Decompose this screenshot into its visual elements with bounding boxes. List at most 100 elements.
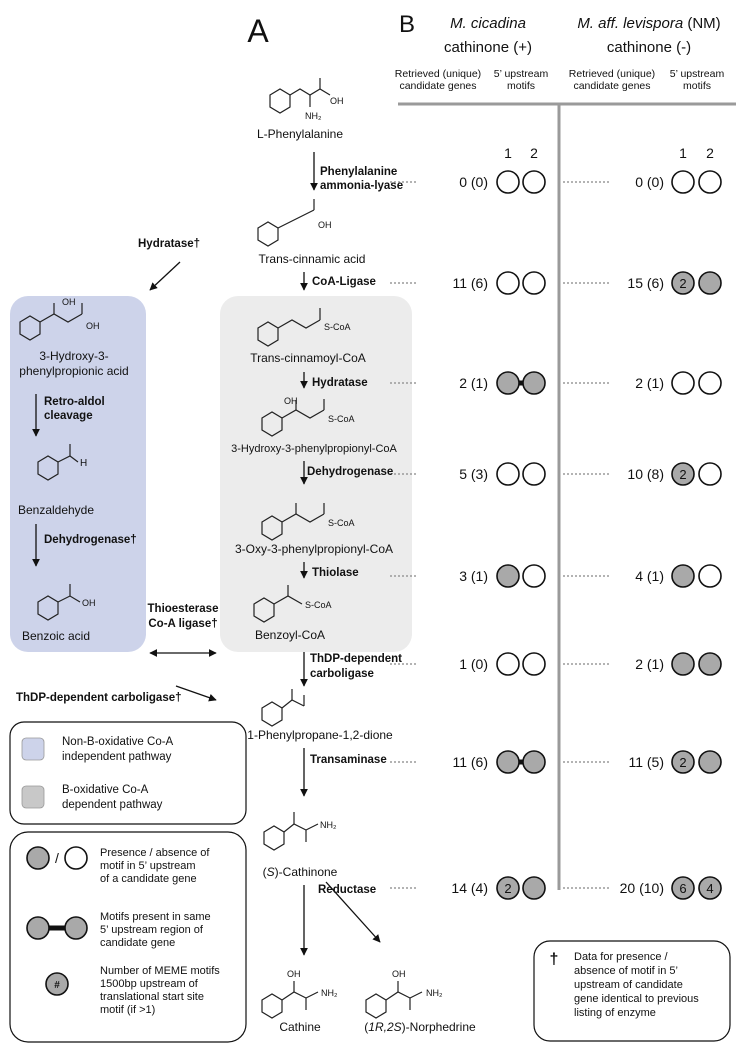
- norph-label-r: 1R,2S: [368, 1020, 401, 1034]
- motif-2-circle-a: [522, 271, 546, 295]
- motif-2-circle-b: [698, 876, 722, 900]
- dagger-symbol: †: [550, 951, 559, 968]
- motif-1-circle-b: [671, 564, 695, 588]
- motif-1-circle-b: [671, 652, 695, 676]
- benzoic-acid-structure: OH: [37, 584, 96, 621]
- enzyme-hydratase: Hydratase: [312, 377, 368, 389]
- enzyme-coa-ligase: CoA-Ligase: [312, 276, 376, 288]
- cathinone-label-s: S: [267, 865, 275, 879]
- norph-label-pre: (: [364, 1020, 368, 1034]
- cathine-oh: OH: [287, 969, 301, 979]
- candidate-gene-count-a: 5 (3): [459, 466, 488, 482]
- cathine-nh2: NH₂: [321, 988, 338, 998]
- species-a-cathinone: cathinone (+): [444, 39, 532, 56]
- motif-1-circle-a: [496, 271, 520, 295]
- motif-1-count-b: 2: [679, 467, 686, 482]
- species-b-cathinone: cathinone (-): [607, 39, 691, 56]
- dagger-note-text: Data for presence /absence of motif in 5…: [574, 951, 699, 1019]
- cathine-label: Cathine: [279, 1020, 321, 1034]
- species-b-col1-header: Retrieved (unique)candidate genes: [569, 68, 655, 92]
- benzaldehyde-h: H: [80, 458, 87, 469]
- cinnamoyl-scoa: S-CoA: [324, 322, 351, 332]
- legend-linked-circle-2: [64, 916, 88, 940]
- legend-hash: #: [54, 980, 60, 991]
- species-a-col1-header: Retrieved (unique)candidate genes: [395, 68, 481, 92]
- arrow-thdp-side: [175, 685, 217, 702]
- candidate-gene-count-b: 4 (1): [635, 568, 664, 584]
- motif-2-circle-b: [698, 170, 722, 194]
- candidate-gene-count-a: 11 (6): [452, 275, 488, 291]
- motif-index-a-1: 1: [504, 145, 512, 161]
- candidate-gene-count-a: 3 (1): [459, 568, 488, 584]
- hydroxy-acid-oh-2: OH: [86, 321, 100, 331]
- trans-cinnamoyl-coa-label: Trans-cinnamoyl-CoA: [250, 351, 366, 365]
- candidate-gene-count-b: 20 (10): [620, 880, 664, 896]
- oxy-phenylpropionyl-coa-label: 3-Oxy-3-phenylpropionyl-CoA: [235, 542, 393, 556]
- motif-2-circle-b: [698, 271, 722, 295]
- motif-1-circle-b: [671, 462, 695, 486]
- motif-1-circle-b: [671, 750, 695, 774]
- candidate-gene-count-a: 0 (0): [459, 174, 488, 190]
- benzoyl-coa-label: Benzoyl-CoA: [255, 628, 325, 642]
- motif-1-circle-a: [496, 371, 520, 395]
- hydroxy-phenylpropionyl-coa-label: 3-Hydroxy-3-phenylpropionyl-CoA: [231, 443, 397, 455]
- enzyme-dehydrogenase-side: Dehydrogenase†: [44, 534, 137, 546]
- cathinone-nh2: NH₂: [320, 820, 337, 830]
- species-b-name: M. aff. levispora (NM): [577, 15, 720, 32]
- norphedrine-nh2: NH₂: [426, 988, 443, 998]
- legend-swatch-grey: [21, 785, 45, 809]
- cathinone-label-post: )-Cathinone: [275, 865, 338, 879]
- motif-1-circle-a: [496, 876, 520, 900]
- norphedrine-label: (1R,2S)-Norphedrine: [364, 1020, 476, 1034]
- motif-2-circle-a: [522, 876, 546, 900]
- motif-2-circle-a: [522, 652, 546, 676]
- reaction-arrows: [32, 152, 381, 956]
- motif-1-circle-a: [496, 652, 520, 676]
- non-oxidative-pathway-box: [10, 296, 146, 652]
- candidate-gene-count-b: 0 (0): [635, 174, 664, 190]
- motif-1-circle-a: [496, 462, 520, 486]
- oxy-phenylpropionyl-coa-structure: S-CoA: [261, 503, 355, 541]
- enzyme-thiolase: Thiolase: [312, 567, 359, 579]
- benzoic-oh: OH: [82, 598, 96, 608]
- hydroxy-phenylpropionyl-coa-structure: OH S-CoA: [261, 396, 355, 437]
- oxy-coa-scoa: S-CoA: [328, 518, 355, 528]
- motif-2-circle-a: [522, 170, 546, 194]
- species-a-name: M. cicadina: [450, 15, 526, 32]
- candidate-gene-count-a: 1 (0): [459, 656, 488, 672]
- cathinone-structure: NH₂: [263, 812, 337, 851]
- candidate-gene-count-b: 2 (1): [635, 375, 664, 391]
- candidate-gene-count-a: 2 (1): [459, 375, 488, 391]
- hydroxy-acid-oh-1: OH: [62, 297, 76, 307]
- dagger-note: † Data for presence /absence of motif in…: [533, 940, 731, 1042]
- motif-1-circle-a: [496, 750, 520, 774]
- motif-1-circle-b: [671, 371, 695, 395]
- motif-2-circle-b: [698, 462, 722, 486]
- enzyme-hydratase-side: Hydratase†: [138, 238, 200, 250]
- motif-1-circle-b: [671, 170, 695, 194]
- legend-count-circle: [45, 972, 69, 996]
- motif-1-count-b: 2: [679, 755, 686, 770]
- species-b-name-suffix: (NM): [683, 15, 721, 32]
- motif-2-circle-b: [698, 564, 722, 588]
- cathinone-label: (S)-Cathinone: [263, 865, 338, 879]
- motif-1-count-a: 2: [504, 881, 511, 896]
- trans-cinnamic-acid-structure: OH: [257, 199, 332, 247]
- legend-filled-circle: [26, 846, 50, 870]
- motif-1-circle-b: [671, 271, 695, 295]
- motif-index-b-2: 2: [706, 145, 714, 161]
- candidate-gene-count-b: 2 (1): [635, 656, 664, 672]
- legend-slash: /: [55, 850, 59, 866]
- enzyme-reductase: Reductase: [318, 884, 376, 896]
- motif-2-circle-a: [522, 462, 546, 486]
- motif-2-circle-b: [698, 371, 722, 395]
- motif-index-b-1: 1: [679, 145, 687, 161]
- cathinone-label-pre: (: [263, 865, 267, 879]
- legend-empty-circle: [64, 846, 88, 870]
